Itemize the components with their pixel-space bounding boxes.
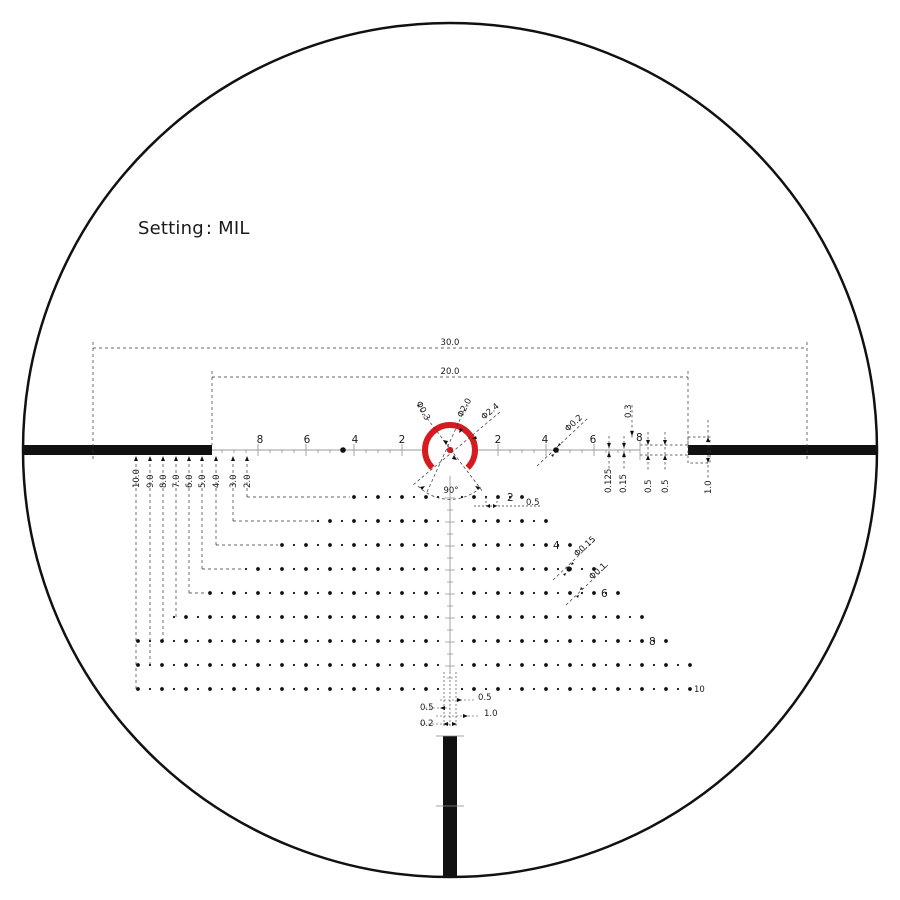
holdover-row-labels: 2 4 6 8 10 — [507, 492, 705, 695]
row-label-2: 2 — [507, 492, 514, 504]
tick-0125-label: 0.125 — [604, 469, 614, 493]
left-thick-post — [24, 445, 212, 455]
row-spacing-annotation — [474, 497, 540, 508]
right-scale-8-label: 8 — [636, 432, 643, 444]
dim-30-label: 30.0 — [441, 338, 460, 348]
drop-label-3: 3.0 — [229, 474, 239, 488]
setting-value: MIL — [218, 218, 250, 239]
red-horseshoe-ring — [422, 422, 478, 470]
drop-label-5: 5.0 — [198, 474, 208, 488]
gap-03-label: 0.3 — [624, 404, 634, 418]
gap-angle-label: 90° — [443, 486, 458, 496]
row-label-10: 10 — [694, 685, 705, 695]
scale-label-left-6: 6 — [304, 434, 311, 446]
setting-separator: : — [205, 218, 213, 239]
drop-label-2: 2.0 — [243, 474, 253, 488]
left-holdover-dimension-lines: 2.0 3.0 4.0 5.06.07.08.09.0 10.0 — [132, 456, 350, 689]
setting-label: Setting — [138, 218, 204, 239]
drop-label-10: 10.0 — [132, 469, 142, 488]
center-dimension-leaders — [412, 403, 501, 500]
row-spacing-label: 0.5 — [526, 498, 540, 508]
bar-05a-label: 0.5 — [644, 479, 654, 493]
vertical-mil-scale — [445, 476, 455, 679]
top-dimensions — [92, 342, 808, 462]
bottom-05b-label: 0.5 — [420, 703, 434, 713]
scale-label-right-6: 6 — [590, 434, 597, 446]
holdover-dot-rows — [136, 495, 692, 691]
bar-05b-label: 0.5 — [661, 479, 671, 493]
scale-label-right-2: 2 — [495, 434, 502, 446]
drop-label-6: 6.0 — [185, 474, 195, 488]
drop-label-7: 7.0 — [172, 474, 182, 488]
dot-small-label: Φ0.1 — [587, 561, 609, 582]
drop-label-9: 9.0 — [146, 474, 156, 488]
ring-mid-diameter-label: Φ2.0 — [456, 397, 474, 420]
scale-label-left-4: 4 — [352, 434, 359, 446]
bottom-thick-post — [443, 736, 457, 877]
setting-caption: Setting:MIL — [138, 218, 250, 239]
dim-20-label: 20.0 — [441, 367, 460, 377]
bottom-cluster-arrows — [440, 698, 468, 726]
row-label-6: 6 — [601, 588, 608, 600]
bottom-02-label: 0.2 — [420, 719, 434, 729]
post-height-label: 1.0 — [704, 480, 714, 494]
row-label-8: 8 — [649, 636, 656, 648]
ring-inner-diameter-label: Φ0.3 — [413, 400, 431, 423]
ring-outer-diameter-label: Φ2.4 — [480, 402, 502, 423]
horizontal-dot-dimension — [536, 417, 589, 467]
drop-label-8: 8.0 — [159, 474, 169, 488]
right-side-arrows — [607, 431, 710, 463]
dot-size-dimensions — [552, 537, 609, 606]
center-aiming-ring — [422, 422, 478, 470]
right-thick-post — [688, 445, 877, 455]
drop-label-4: 4.0 — [212, 474, 222, 488]
bottom-05a-label: 0.5 — [478, 693, 492, 703]
row-label-4: 4 — [553, 540, 560, 552]
left-scale-dot — [340, 447, 346, 453]
scale-label-left-2: 2 — [399, 434, 406, 446]
scale-label-left-8: 8 — [257, 434, 264, 446]
center-dot — [446, 446, 454, 454]
center-dimension-arrows — [420, 428, 480, 490]
bottom-10-label: 1.0 — [484, 709, 498, 719]
scale-label-right-4: 4 — [542, 434, 549, 446]
dot-large-label: Φ0.15 — [572, 535, 598, 560]
horizontal-scale-labels: 8 6 4 2 2 4 6 — [257, 434, 597, 446]
tick-015-label: 0.15 — [619, 474, 629, 493]
